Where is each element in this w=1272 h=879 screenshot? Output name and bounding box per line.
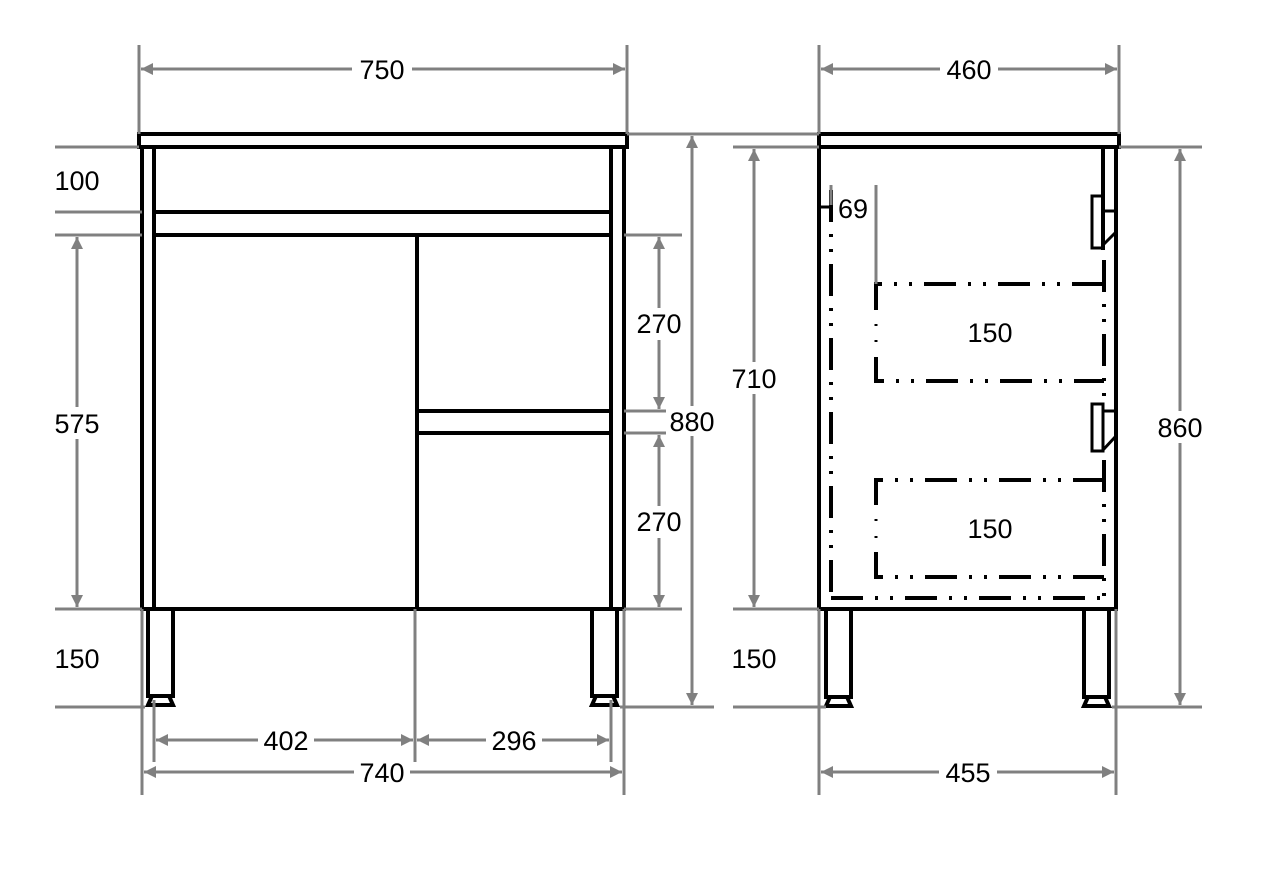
dim-body-width: 740 (359, 758, 404, 788)
front-left-leg (146, 607, 175, 698)
dim-leg-height-front: 150 (54, 644, 99, 674)
dim-top-rail-height: 100 (54, 166, 99, 196)
dim-overall-height-side: 860 (1157, 413, 1202, 443)
dim-overall-width: 750 (359, 55, 404, 85)
dim-lower-drawer-depth: 150 (967, 514, 1012, 544)
dim-door-height: 575 (54, 409, 99, 439)
front-view (137, 132, 629, 707)
side-front-foot (1080, 695, 1113, 708)
side-upper-drawer-top (874, 282, 1104, 310)
side-upper-handle (1090, 194, 1105, 250)
side-view (817, 132, 1121, 708)
dim-overall-depth: 460 (946, 55, 991, 85)
dim-door-width: 402 (263, 726, 308, 756)
dim-body-height: 710 (731, 364, 776, 394)
dim-overall-height-front: 880 (669, 407, 714, 437)
side-back-foot (822, 695, 855, 708)
side-dimensions: 460 69 150 150 710 150 860 455 (714, 45, 1208, 795)
dim-drawer-bottom-height: 270 (636, 507, 681, 537)
side-lower-drawer-bottom (874, 552, 1104, 579)
front-benchtop (137, 132, 629, 149)
dim-drawer-top-height: 270 (636, 309, 681, 339)
dim-drawer-offset: 69 (838, 194, 868, 224)
side-upper-drawer-bottom (874, 357, 1104, 383)
front-right-leg (590, 607, 619, 698)
side-front-leg (1082, 607, 1111, 699)
side-benchtop (817, 132, 1121, 149)
dim-upper-drawer-depth: 150 (967, 318, 1012, 348)
front-dimensions: 750 100 575 150 270 270 880 (50, 45, 718, 795)
side-lower-handle (1090, 402, 1105, 453)
dim-leg-height-side: 150 (731, 644, 776, 674)
front-right-foot (588, 694, 621, 707)
dim-drawer-width: 296 (491, 726, 536, 756)
side-lower-drawer-top (874, 478, 1104, 505)
front-left-foot (144, 694, 177, 707)
side-back-leg (824, 607, 853, 699)
dim-body-depth: 455 (945, 758, 990, 788)
